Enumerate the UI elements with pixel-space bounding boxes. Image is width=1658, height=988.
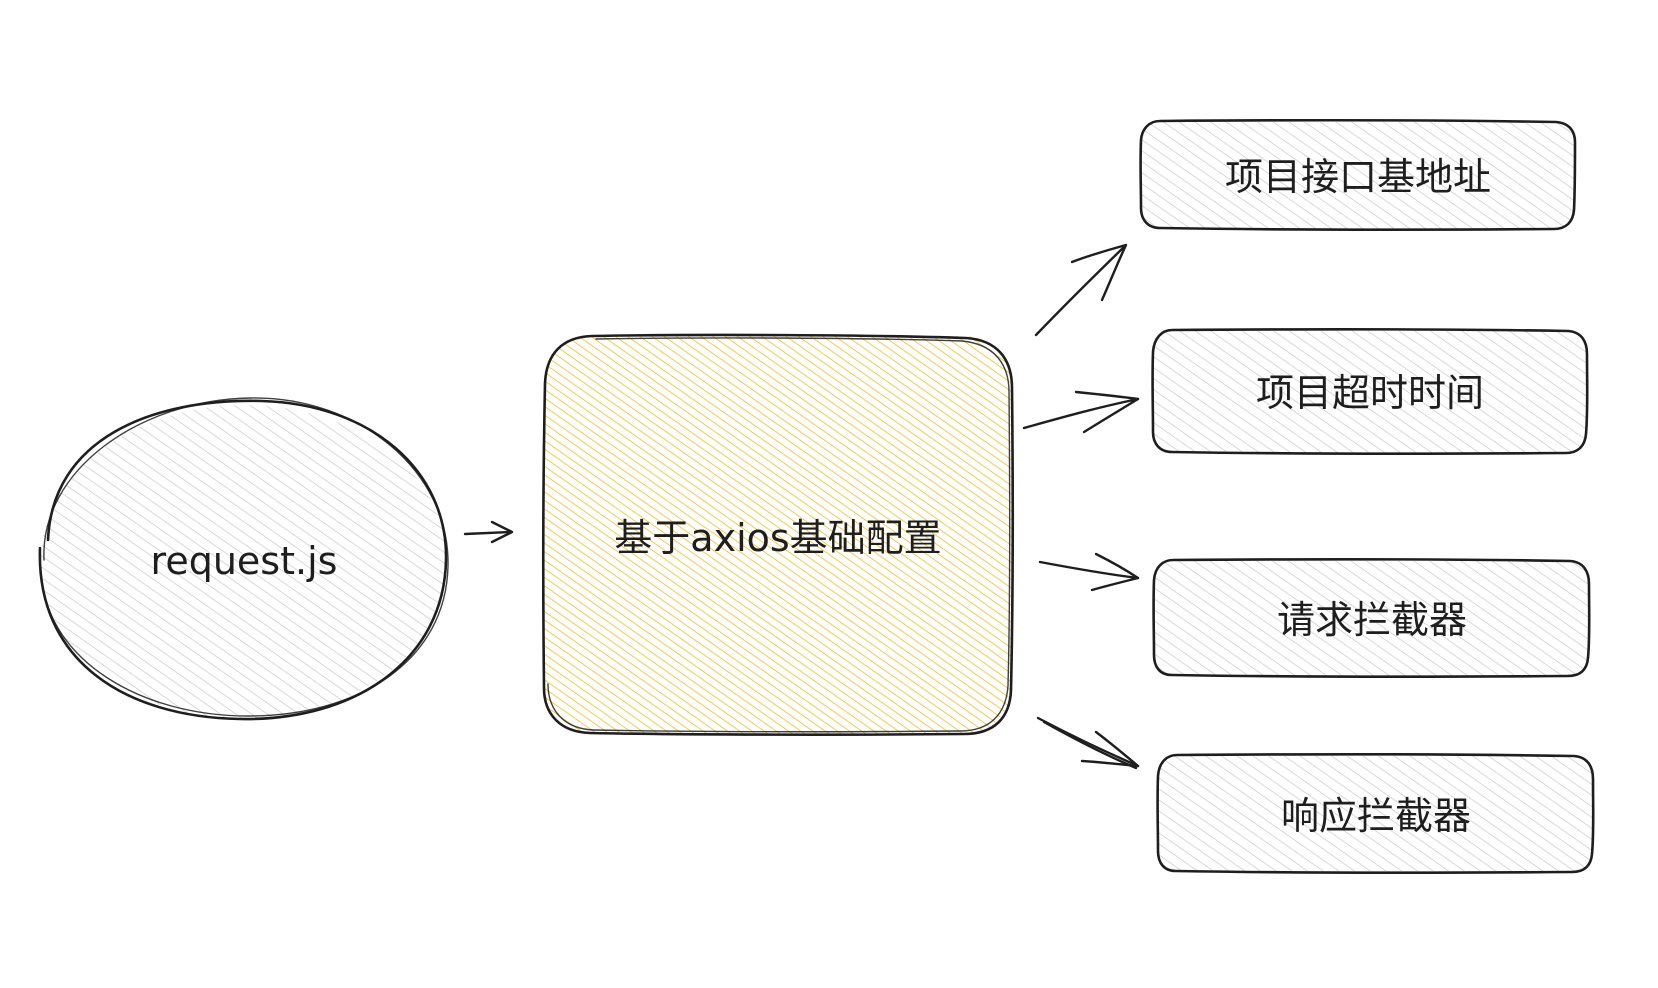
output-node-2-outline xyxy=(1151,328,1589,455)
center-node-outline xyxy=(542,333,1014,736)
source-node-outline xyxy=(38,399,448,721)
source-node-request-js: request.js xyxy=(38,397,449,721)
output-node-1-label: 项目接口基地址 xyxy=(1225,155,1491,199)
output-node-4-outline xyxy=(1156,753,1595,874)
output-node-3-outline xyxy=(1152,558,1591,678)
output-node-3-label: 请求拦截器 xyxy=(1277,598,1467,642)
center-node-axios-config: 基于axios基础配置 xyxy=(542,333,1014,736)
arrow-center-to-output-4 xyxy=(1036,716,1140,770)
output-node-request-interceptor: 请求拦截器 xyxy=(1152,558,1591,678)
center-node-label: 基于axios基础配置 xyxy=(614,516,941,560)
arrow-center-to-output-2 xyxy=(1022,390,1140,434)
output-node-2-label: 项目超时时间 xyxy=(1256,371,1484,415)
arrow-center-to-output-3 xyxy=(1038,552,1140,592)
arrow-center-to-output-1 xyxy=(1034,243,1128,337)
output-node-1-outline xyxy=(1139,119,1577,231)
source-node-label: request.js xyxy=(151,539,338,583)
output-node-base-url: 项目接口基地址 xyxy=(1139,119,1577,231)
output-node-4-label: 响应拦截器 xyxy=(1281,794,1471,838)
center-node-hatch xyxy=(544,336,1012,734)
output-node-response-interceptor: 响应拦截器 xyxy=(1156,753,1595,874)
output-node-timeout: 项目超时时间 xyxy=(1151,328,1589,455)
arrow-source-to-center xyxy=(463,520,514,544)
source-node-hatch xyxy=(40,405,448,719)
